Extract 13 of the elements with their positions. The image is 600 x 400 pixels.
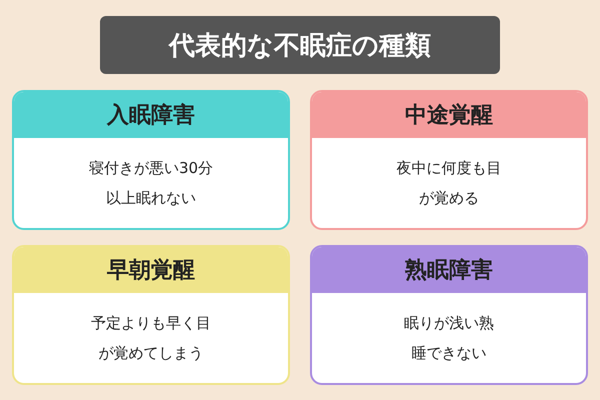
card-heading: 早朝覚醒 (14, 247, 288, 293)
card-description: 寝付きが悪い30分以上眠れない (88, 158, 214, 209)
category-card (310, 245, 588, 385)
card-description: 予定よりも早く目が覚めてしまう (91, 313, 211, 364)
card-heading: 中途覚醒 (312, 92, 586, 138)
category-card (310, 90, 588, 230)
category-card (12, 90, 290, 230)
card-heading: 入眠障害 (14, 92, 288, 138)
category-card (12, 245, 290, 385)
title-banner: 代表的な不眠症の種類 (100, 16, 500, 74)
card-description: 眠りが浅い熟睡できない (403, 313, 495, 364)
card-heading: 熟眠障害 (312, 247, 586, 293)
card-description: 夜中に何度も目が覚める (396, 158, 502, 209)
